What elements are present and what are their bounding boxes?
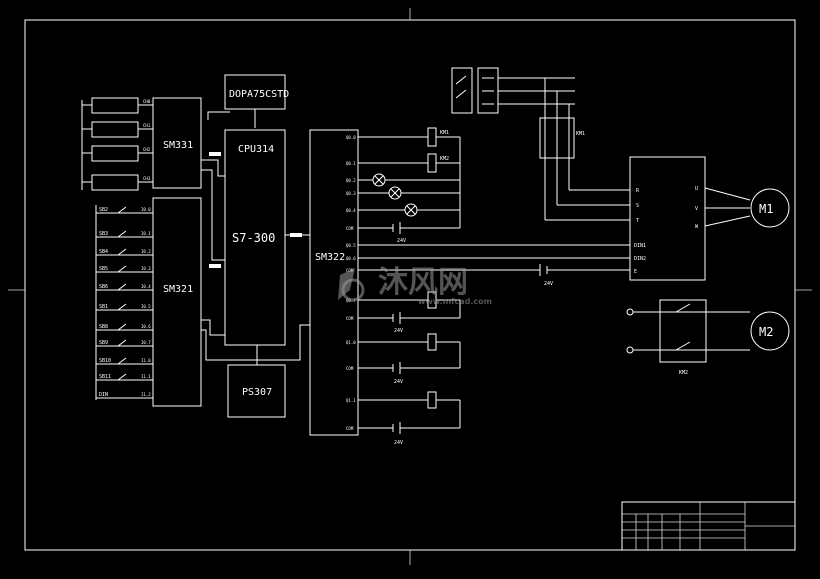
switch-sb2: SB2 — [99, 207, 108, 213]
output-com-3: COM — [346, 316, 354, 321]
relay-km1-tag: KM1 — [440, 130, 449, 136]
input-i03: I0.3 — [141, 266, 151, 271]
inverter-din1: DIN1 — [634, 243, 646, 249]
motor-m2-label: M2 — [759, 325, 773, 339]
sm331-ch-0: CH0 — [143, 99, 151, 104]
motor-m2-wiring — [626, 299, 790, 363]
sm331-ch-3: CH3 — [143, 176, 151, 181]
inverter-box — [629, 156, 706, 281]
switch-sb5: SB5 — [99, 266, 108, 272]
supply-24v-4: 24V — [394, 379, 403, 385]
sm331-ch-1: CH1 — [143, 123, 151, 128]
output-q00: Q0.0 — [346, 135, 356, 140]
sm331-label: SM331 — [163, 140, 193, 151]
input-i05: I0.5 — [141, 304, 151, 309]
inverter-u: U — [695, 186, 698, 192]
switch-sb10: SB10 — [99, 358, 111, 364]
inverter-v: V — [695, 206, 698, 212]
output-q04: Q0.4 — [346, 208, 356, 213]
output-com-4: COM — [346, 366, 354, 371]
supply-24v-3: 24V — [394, 328, 403, 334]
title-block — [621, 501, 796, 551]
switch-din: DIN — [99, 392, 108, 398]
watermark — [338, 268, 365, 302]
inverter-w: W — [695, 224, 699, 230]
motor-m1-label: M1 — [759, 202, 773, 216]
input-i02: I0.2 — [141, 249, 151, 254]
inverter-r: R — [636, 188, 640, 194]
inverter-t: T — [636, 218, 639, 224]
watermark-url: www.mfcad.com — [418, 297, 492, 306]
switch-sb9: SB9 — [99, 340, 108, 346]
inverter-din2: DIN2 — [634, 256, 646, 262]
sm322-output-wiring — [358, 127, 630, 434]
switch-sb3: SB3 — [99, 231, 108, 237]
mains-breaker — [451, 67, 630, 221]
inverter-e: E — [634, 269, 637, 275]
ps-label: PS307 — [242, 387, 272, 398]
hmi-label: DOPA75CSTD — [229, 89, 289, 100]
breaker-km1-tag: KM1 — [576, 131, 585, 137]
sm321-label: SM321 — [163, 284, 193, 295]
output-q05: Q0.5 — [346, 243, 356, 248]
sm321-switch-rows — [95, 205, 153, 400]
sm331-box — [152, 97, 202, 189]
input-i00: I0.0 — [141, 207, 151, 212]
input-i06: I0.6 — [141, 324, 151, 329]
relay-km2-tag: KM2 — [440, 156, 449, 162]
switch-sb11: SB11 — [99, 374, 111, 380]
output-com-1: COM — [346, 226, 354, 231]
output-q06: Q0.6 — [346, 256, 356, 261]
output-q01: Q0.1 — [346, 161, 356, 166]
watermark-text: 沐风网 — [378, 265, 468, 300]
input-i04: I0.4 — [141, 284, 151, 289]
sm321-box — [152, 197, 202, 407]
output-q10: Q1.0 — [346, 340, 356, 345]
supply-24v-5: 24V — [394, 440, 403, 446]
input-i10: I1.0 — [141, 358, 151, 363]
switch-sb4: SB4 — [99, 249, 108, 255]
output-com-5: COM — [346, 426, 354, 431]
indicator-lamps — [372, 173, 418, 217]
cpu-label: CPU314 — [238, 144, 274, 155]
input-i01: I0.1 — [141, 231, 151, 236]
switch-sb1: SB1 — [99, 304, 108, 310]
supply-24v-1: 24V — [397, 238, 406, 244]
output-q02: Q0.2 — [346, 178, 356, 183]
contactor-km2-tag: KM2 — [679, 370, 688, 376]
supply-24v-2: 24V — [544, 281, 553, 287]
input-i12: I1.2 — [141, 392, 151, 397]
input-i11: I1.1 — [141, 374, 151, 379]
bus-wiring — [201, 111, 310, 361]
input-i07: I0.7 — [141, 340, 151, 345]
plc-label: S7-300 — [232, 231, 275, 245]
switch-sb8: SB8 — [99, 324, 108, 330]
sm322-label: SM322 — [315, 252, 345, 263]
output-q11: Q1.1 — [346, 398, 356, 403]
sm331-ch-2: CH2 — [143, 147, 151, 152]
inverter-s: S — [636, 203, 639, 209]
switch-sb6: SB6 — [99, 284, 108, 290]
output-q03: Q0.3 — [346, 191, 356, 196]
cpu-box — [224, 129, 286, 346]
motor-m1-wiring — [704, 187, 790, 228]
sm331-transmitters — [81, 97, 153, 191]
